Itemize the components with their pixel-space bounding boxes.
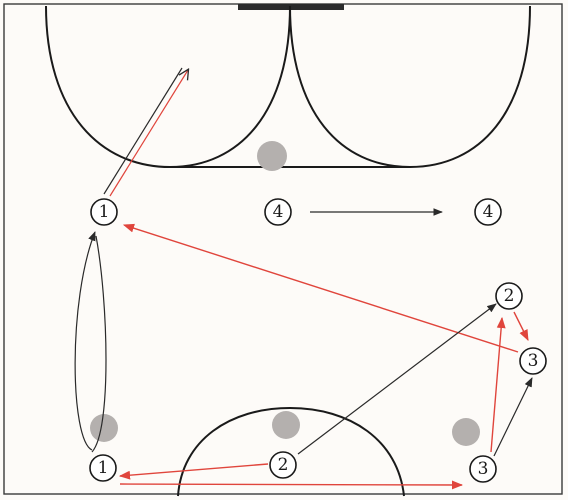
player-4-left-label: 4 [273, 202, 284, 222]
run-loop-outer [74, 231, 96, 451]
pass-3-up-to-2 [490, 316, 506, 453]
player-2-bottom-label: 2 [278, 455, 289, 475]
player-2-right: 2 [495, 282, 523, 310]
player-2-bottom: 2 [269, 451, 297, 479]
shot-line-black [103, 67, 183, 195]
player-2-right-label: 2 [504, 286, 515, 306]
ball-center [272, 411, 300, 439]
ball-goal [257, 141, 287, 171]
player-4-right-label: 4 [483, 202, 494, 222]
left-goal-arc [45, 5, 291, 169]
pass-2-to-1 [118, 463, 269, 480]
player-3-right-label: 3 [528, 351, 539, 371]
player-1-bottom-label: 1 [98, 458, 109, 478]
ball-right [452, 418, 480, 446]
player-3-bottom-label: 3 [478, 459, 489, 479]
pass-1-to-3 [119, 480, 464, 490]
ball-left [90, 414, 118, 442]
player-1-bottom: 1 [89, 454, 117, 482]
player-4-left: 4 [264, 198, 292, 226]
move-3-to-3 [493, 377, 533, 457]
shot-line-red [109, 70, 188, 197]
player-1-top-label: 1 [99, 202, 110, 222]
player-1-top: 1 [90, 198, 118, 226]
player-4-right: 4 [474, 198, 502, 226]
pass-2-to-3 [513, 311, 529, 342]
right-goal-arc [289, 5, 531, 169]
run-loop-inner [91, 235, 107, 453]
pass-3-to-1 [122, 223, 519, 353]
player-3-bottom: 3 [469, 455, 497, 483]
player-3-right: 3 [519, 347, 547, 375]
move-2-to-2 [297, 303, 497, 455]
center-arc [177, 406, 405, 497]
